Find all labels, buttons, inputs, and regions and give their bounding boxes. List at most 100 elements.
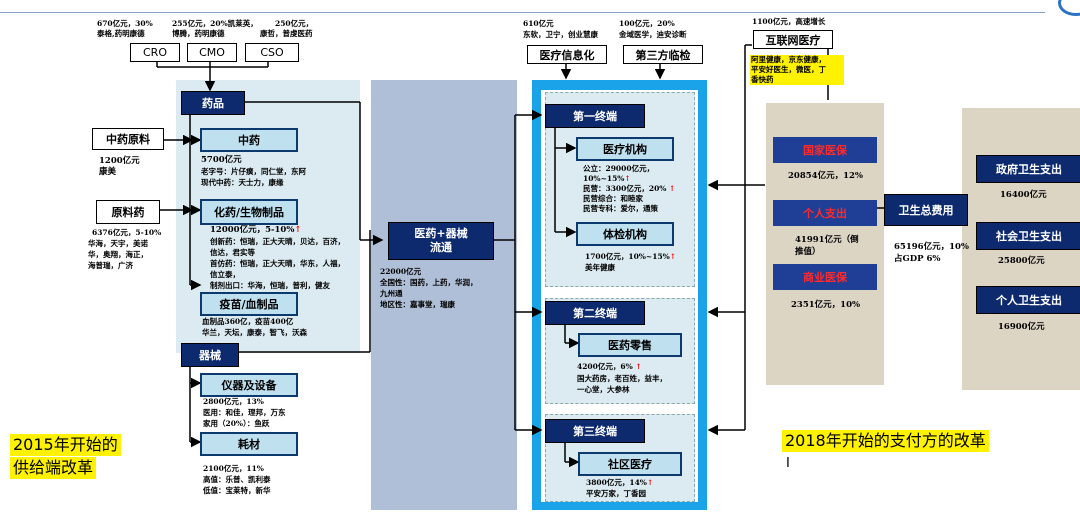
distribution-label-1: 医药+器械 bbox=[414, 227, 468, 240]
checkup-line-1: 1700亿元，10%~15%↑ bbox=[585, 252, 676, 262]
growth-up-icon: ↑ bbox=[294, 225, 302, 235]
checkup-line-2: 美年健康 bbox=[585, 263, 615, 272]
equipment-line-2: 医用：和佳，理邦，万东 bbox=[203, 408, 286, 417]
cso-box: CSO bbox=[245, 43, 299, 62]
retail-line-1-text: 4200亿元，6% bbox=[577, 362, 633, 371]
tcm-raw-box: 中药原料 bbox=[92, 128, 164, 150]
internet-box: 互联网医疗 bbox=[753, 30, 833, 49]
api-line-2: 华，奥翔，海正， bbox=[88, 250, 148, 259]
indiv-value: 16900亿元 bbox=[998, 322, 1045, 332]
api-line-1: 华海，天宇，美诺 bbox=[88, 239, 148, 248]
chem-value: 12000亿元，5-10%↑ bbox=[210, 225, 302, 236]
vaccine-line-1: 血制品360亿，疫苗400亿 bbox=[202, 317, 294, 326]
hospital-line-2: 10%~15%↑ bbox=[583, 174, 631, 184]
growth-up-icon: ↑ bbox=[646, 478, 654, 487]
commercial-box: 商业医保 bbox=[773, 264, 877, 290]
right-caption: 2018年开始的支付方的改革 bbox=[782, 430, 989, 452]
gov-box: 政府卫生支出 bbox=[976, 155, 1080, 183]
t3-box: 第三终端 bbox=[545, 419, 645, 443]
retail-line-2: 国大药房，老百姓，益丰， bbox=[577, 374, 667, 383]
insurance-value: 20854亿元，12% bbox=[788, 171, 863, 181]
consumables-line-1: 2100亿元，11% bbox=[203, 464, 264, 473]
tcm-box: 中药 bbox=[200, 128, 298, 152]
checkup-box: 体检机构 bbox=[576, 222, 674, 246]
retail-box: 医药零售 bbox=[578, 333, 682, 357]
text-cursor-icon: I bbox=[786, 456, 790, 471]
vaccine-line-2: 华兰，天坛，康泰，智飞，沃森 bbox=[202, 328, 307, 337]
distribution-line-3: 九州通 bbox=[380, 289, 403, 298]
it-players: 东软，卫宁，创业慧康 bbox=[523, 30, 598, 39]
chem-line-5: 制剂出口：华海，恒瑞，普利，健友 bbox=[210, 281, 330, 290]
hospital-line-5: 民营专科：爱尔，通策 bbox=[583, 204, 658, 213]
insurance-box: 国家医保 bbox=[773, 137, 877, 163]
tcm-line-2: 现代中药：天士力，康缘 bbox=[201, 178, 284, 187]
lab-box: 第三方临检 bbox=[623, 45, 703, 64]
hospital-line-1: 公立：29000亿元， bbox=[583, 164, 655, 173]
cmo-box: CMO bbox=[187, 43, 237, 62]
growth-up-icon: ↑ bbox=[624, 174, 631, 183]
cro-players: 泰格,药明康德 bbox=[97, 29, 145, 38]
consumables-line-2: 高值：乐普、凯利泰 bbox=[203, 475, 271, 484]
community-line-1: 3800亿元，14%↑ bbox=[586, 478, 653, 488]
total-line-1: 65196亿元，10% bbox=[894, 242, 969, 252]
it-value: 610亿元 bbox=[523, 19, 554, 28]
distribution-box: 医药+器械 流通 bbox=[388, 222, 494, 260]
social-value: 25800亿元 bbox=[998, 256, 1045, 266]
drugs-box: 药品 bbox=[181, 91, 245, 115]
api-box: 原料药 bbox=[96, 200, 160, 224]
distribution-line-4: 地区性：嘉事堂，瑞康 bbox=[380, 300, 455, 309]
community-line-2: 平安万家，丁香园 bbox=[586, 489, 646, 498]
tcm-value: 5700亿元 bbox=[201, 155, 242, 165]
it-box: 医疗信息化 bbox=[527, 45, 607, 64]
t2-box: 第二终端 bbox=[545, 301, 645, 325]
equipment-line-1: 2800亿元，13% bbox=[203, 397, 264, 406]
internet-line-2: 平安好医生，微医，丁 bbox=[751, 65, 826, 74]
distribution-panel bbox=[371, 80, 517, 510]
cro-box: CRO bbox=[130, 43, 180, 62]
chem-line-4: 信立泰， bbox=[210, 270, 240, 279]
internet-players: 阿里健康，京东健康， 平安好医生，微医，丁 香快药 bbox=[750, 55, 844, 85]
distribution-line-2: 全国性：国药，上药，华润， bbox=[380, 278, 478, 287]
left-caption-1: 2015年开始的 bbox=[10, 434, 121, 456]
lab-players: 金域医学，迪安诊断 bbox=[619, 30, 687, 39]
commercial-value: 2351亿元，10% bbox=[791, 300, 861, 310]
cmo-players: 博腾，药明康德 bbox=[172, 29, 225, 38]
checkup-line-1-text: 1700亿元，10%~15% bbox=[585, 252, 670, 261]
indiv-box: 个人卫生支出 bbox=[976, 286, 1080, 314]
cmo-value: 255亿元，20%凯莱英， bbox=[172, 19, 258, 28]
left-caption-2: 供给端改革 bbox=[10, 457, 97, 479]
total-box: 卫生总费用 bbox=[884, 194, 968, 226]
distribution-line-1: 22000亿元 bbox=[380, 267, 422, 276]
hospital-line-3: 民营：3300亿元，20% ↑ bbox=[583, 184, 675, 194]
consumables-line-3: 低值：宝莱特，新华 bbox=[203, 486, 271, 495]
api-value: 6376亿元，5-10% bbox=[92, 228, 162, 237]
growth-up-icon: ↑ bbox=[669, 252, 677, 261]
retail-line-1: 4200亿元，6% ↑ bbox=[577, 362, 642, 372]
consumables-box: 耗材 bbox=[200, 432, 298, 456]
equipment-line-3: 家用（20%）：鱼跃 bbox=[203, 419, 270, 428]
internet-line-1: 阿里健康，京东健康， bbox=[751, 55, 826, 64]
equipment-box: 仪器及设备 bbox=[200, 373, 298, 397]
social-box: 社会卫生支出 bbox=[976, 222, 1080, 250]
personal-line-2: 推值） bbox=[795, 247, 821, 257]
hospital-box: 医疗机构 bbox=[576, 137, 674, 161]
chem-line-3: 首仿药：恒瑞，正大天晴，华东，人福， bbox=[210, 259, 345, 268]
lab-value: 100亿元，20% bbox=[619, 19, 675, 28]
tcm-raw-players: 康美 bbox=[99, 167, 117, 177]
cso-players: 康哲，普虔医药 bbox=[260, 29, 313, 38]
community-box: 社区医疗 bbox=[578, 452, 682, 476]
distribution-label-2: 流通 bbox=[430, 241, 452, 254]
chem-value-text: 12000亿元，5-10% bbox=[210, 225, 295, 235]
cso-value: 250亿元， bbox=[275, 19, 314, 28]
t1-box: 第一终端 bbox=[545, 104, 645, 128]
chem-line-1: 创新药：恒瑞，正大天晴，贝达，百济， bbox=[210, 237, 345, 246]
api-line-3: 海普瑞，广济 bbox=[88, 261, 133, 270]
tcm-raw-value: 1200亿元 bbox=[99, 156, 140, 166]
chem-box: 化药/生物制品 bbox=[200, 199, 298, 225]
chem-line-2: 信达，君实等 bbox=[210, 248, 255, 257]
personal-box: 个人支出 bbox=[773, 200, 877, 226]
vaccine-box: 疫苗/血制品 bbox=[200, 292, 298, 316]
retail-line-3: 一心堂，大参林 bbox=[577, 385, 630, 394]
total-line-2: 占GDP 6% bbox=[894, 254, 941, 264]
